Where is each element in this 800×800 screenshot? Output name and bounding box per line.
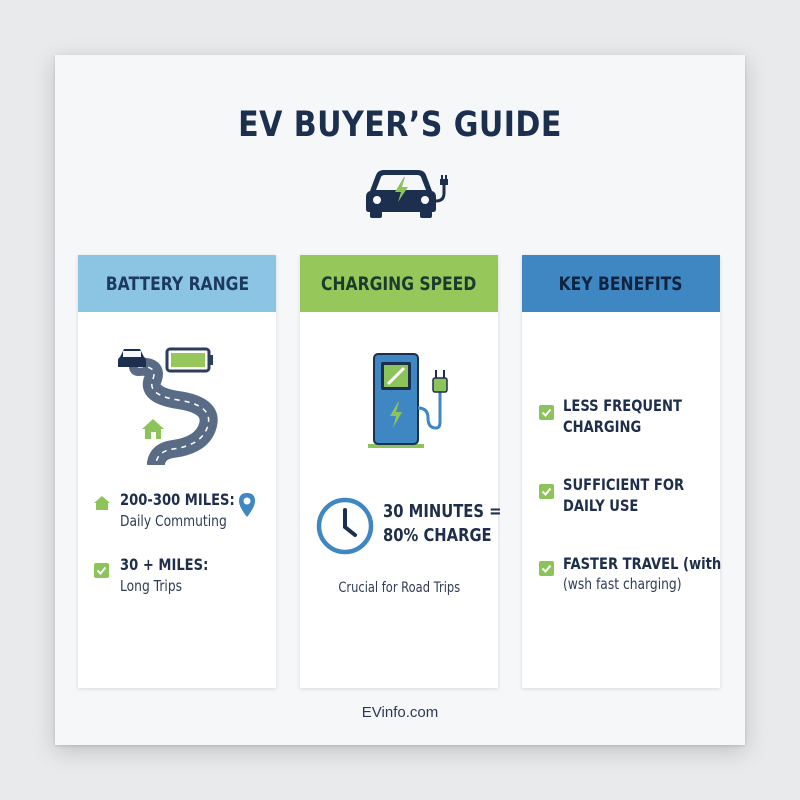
benefit-2-line1: SUFFICIENT FOR (563, 475, 685, 494)
charging-speed-heading: CHARGING SPEED (300, 255, 498, 312)
range-item-1-subtitle: Daily Commuting (120, 512, 227, 530)
road-icon (118, 349, 218, 465)
benefit-3-line1: FASTER TRAVEL (with (563, 554, 722, 573)
charge-note: Crucial for Road Trips (338, 580, 460, 596)
location-pin-icon (239, 493, 255, 517)
clock-icon (316, 497, 374, 555)
benefit-2-line2: DAILY USE (563, 496, 639, 515)
check-icon (94, 563, 109, 578)
home-icon (94, 496, 110, 510)
page-title: EV BUYER’S GUIDE (238, 105, 562, 145)
charging-speed-card: CHARGING SPEED (300, 255, 498, 688)
range-item-2-title: 30 + MILES: (120, 555, 209, 574)
check-icon (539, 405, 554, 420)
benefit-1-line2: CHARGING (563, 417, 642, 436)
home-icon (142, 419, 164, 439)
key-benefits-card: KEY BENEFITS (522, 255, 720, 688)
battery-range-card: BATTERY RANGE (78, 255, 276, 688)
footer-site-link[interactable]: EVinfo.com (361, 704, 439, 721)
charge-highlight-line2: 80% CHARGE (383, 525, 492, 546)
benefit-3-line2: (wsh fast charging) (563, 575, 682, 593)
key-benefits-heading: KEY BENEFITS (522, 255, 720, 312)
check-icon (539, 561, 554, 576)
benefit-1-line1: LESS FREQUENT (563, 396, 682, 415)
car-charging-icon (366, 170, 448, 218)
range-item-2-subtitle: Long Trips (120, 577, 183, 595)
charging-station-icon (368, 353, 448, 448)
charge-highlight-line1: 30 MINUTES = (383, 501, 502, 522)
battery-icon (165, 347, 213, 373)
range-item-1-title: 200-300 MILES: (120, 490, 235, 509)
check-icon (539, 484, 554, 499)
battery-range-heading: BATTERY RANGE (78, 255, 276, 312)
